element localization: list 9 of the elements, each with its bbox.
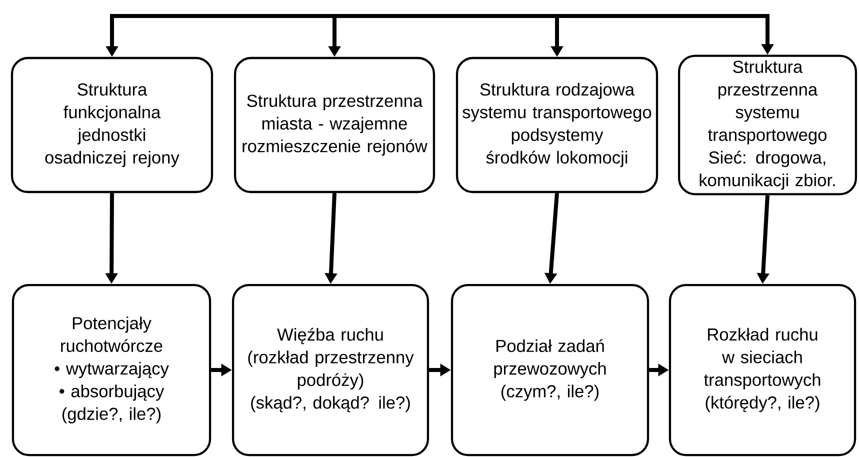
process-box: Struktura przestrzenna systemu transportowego Sieć: drogowa, komunikacji zbior. (678, 54, 858, 196)
process-box: Podział zadań przewozowych (czym?, ile?) (450, 284, 650, 456)
connector-line (110, 14, 770, 18)
process-box: Rozkład ruchu w sieciach transportowych (którędy?, ile?) (668, 284, 856, 456)
process-box: Więźba ruchu (rozkład przestrzenny podróży) (skąd?, dokąd? ile?) (232, 284, 430, 456)
process-box: Struktura rodzajowa systemu transportowego podsystemy środków lokomocji (456, 56, 658, 194)
process-box: Struktura funkcjonalna jednostki osadniczej rejony (10, 56, 214, 194)
process-box: Struktura przestrzenna miasta - wzajemne rozmieszczenie rejonów (234, 56, 436, 194)
process-box: Potencjały ruchotwórcze • wytwarzający • absorbujący (gdzie?, ile?) (12, 284, 212, 456)
